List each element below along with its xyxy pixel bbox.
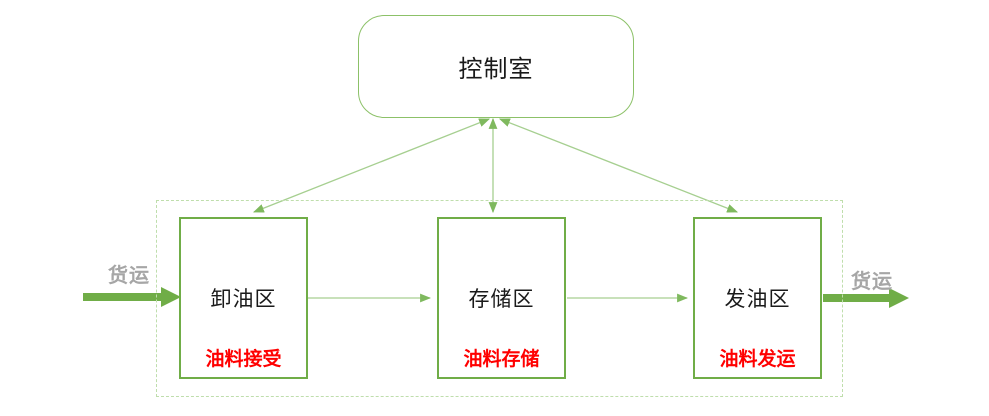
zone-box-unloading: 卸油区 油料接受: [179, 217, 308, 379]
connector-control-dispatch: [498, 118, 739, 213]
zone-box-dispatch: 发油区 油料发运: [693, 217, 822, 379]
zone-dispatch-sublabel: 油料发运: [719, 349, 796, 370]
freight-in-label: 货运: [108, 265, 150, 287]
zone-box-storage: 存储区 油料存储: [437, 217, 566, 379]
connector-control-unloading: [252, 118, 491, 213]
zone-storage-label: 存储区: [468, 288, 535, 311]
zone-unloading-sublabel: 油料接受: [205, 349, 282, 370]
zone-dispatch-label: 发油区: [724, 288, 791, 311]
zone-unloading-label: 卸油区: [210, 288, 277, 311]
control-room-label: 控制室: [458, 56, 534, 83]
zone-storage-sublabel: 油料存储: [463, 349, 540, 370]
zones-dashed-frame: [156, 200, 843, 397]
freight-out-label: 货运: [851, 271, 893, 293]
control-room-box: 控制室: [358, 15, 634, 118]
